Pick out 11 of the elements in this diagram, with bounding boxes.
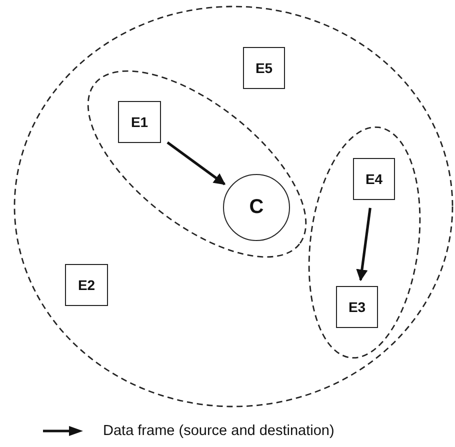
dashed-ellipse [306,126,423,359]
node-box: E3 [336,286,378,328]
arrow [356,208,372,282]
arrow [166,141,226,186]
node-circle: C [223,174,290,241]
node-box: E5 [243,47,285,89]
node-box: E2 [65,264,108,306]
node-box: E4 [353,158,395,200]
dashed-ellipse [13,5,454,408]
legend-text: Data frame (source and destination) [103,423,334,439]
node-box: E1 [118,101,161,143]
